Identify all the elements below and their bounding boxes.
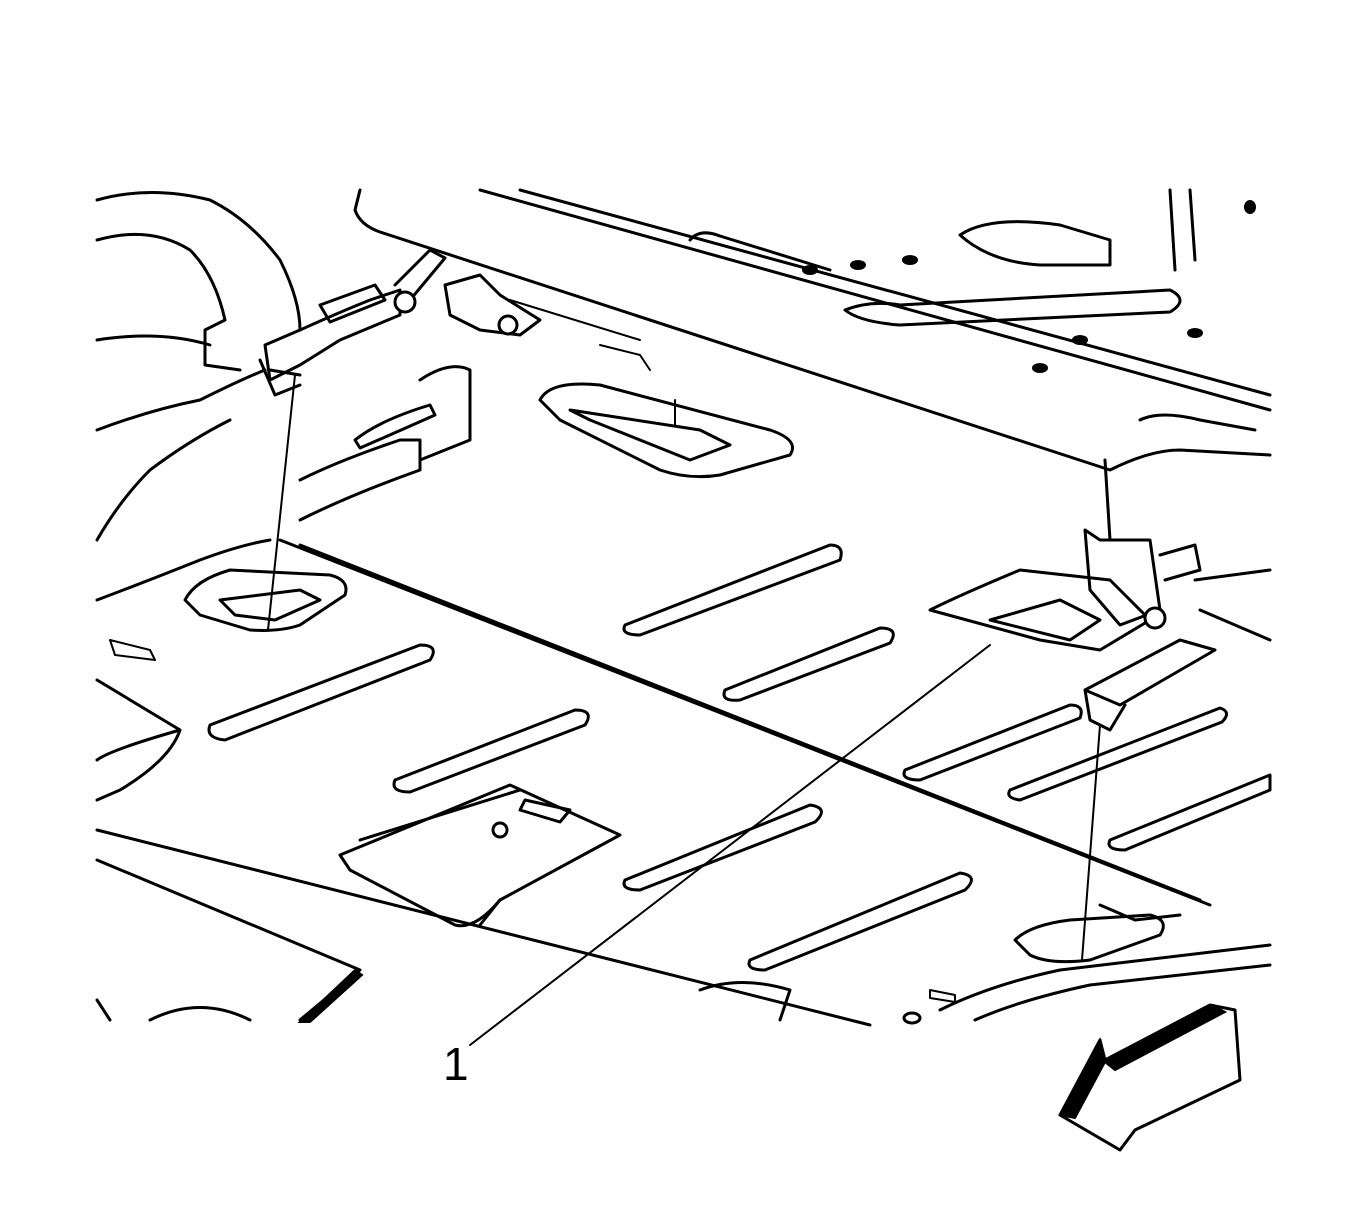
- leader-lines: [267, 374, 1101, 1046]
- left-floor-mount-pocket: [183, 568, 348, 632]
- center-floor-mount-pocket: [538, 382, 794, 479]
- left-side-bracket: [298, 365, 472, 522]
- right-hinge-bracket: [928, 528, 1272, 732]
- floor-tab-bracket: [338, 783, 622, 928]
- floor-pan: [95, 538, 1212, 1027]
- rear-seat-cushion: [353, 188, 1272, 542]
- floor-ribs: [207, 543, 1272, 972]
- front-direction-arrow-icon: [1058, 1003, 1242, 1152]
- left-hinge-bracket: [258, 248, 651, 397]
- right-floor-mount-pocket: [1013, 903, 1182, 964]
- callout-label-1: 1: [443, 1038, 469, 1090]
- left-side-trim: [95, 191, 302, 661]
- right-side-trim: [902, 943, 1272, 1025]
